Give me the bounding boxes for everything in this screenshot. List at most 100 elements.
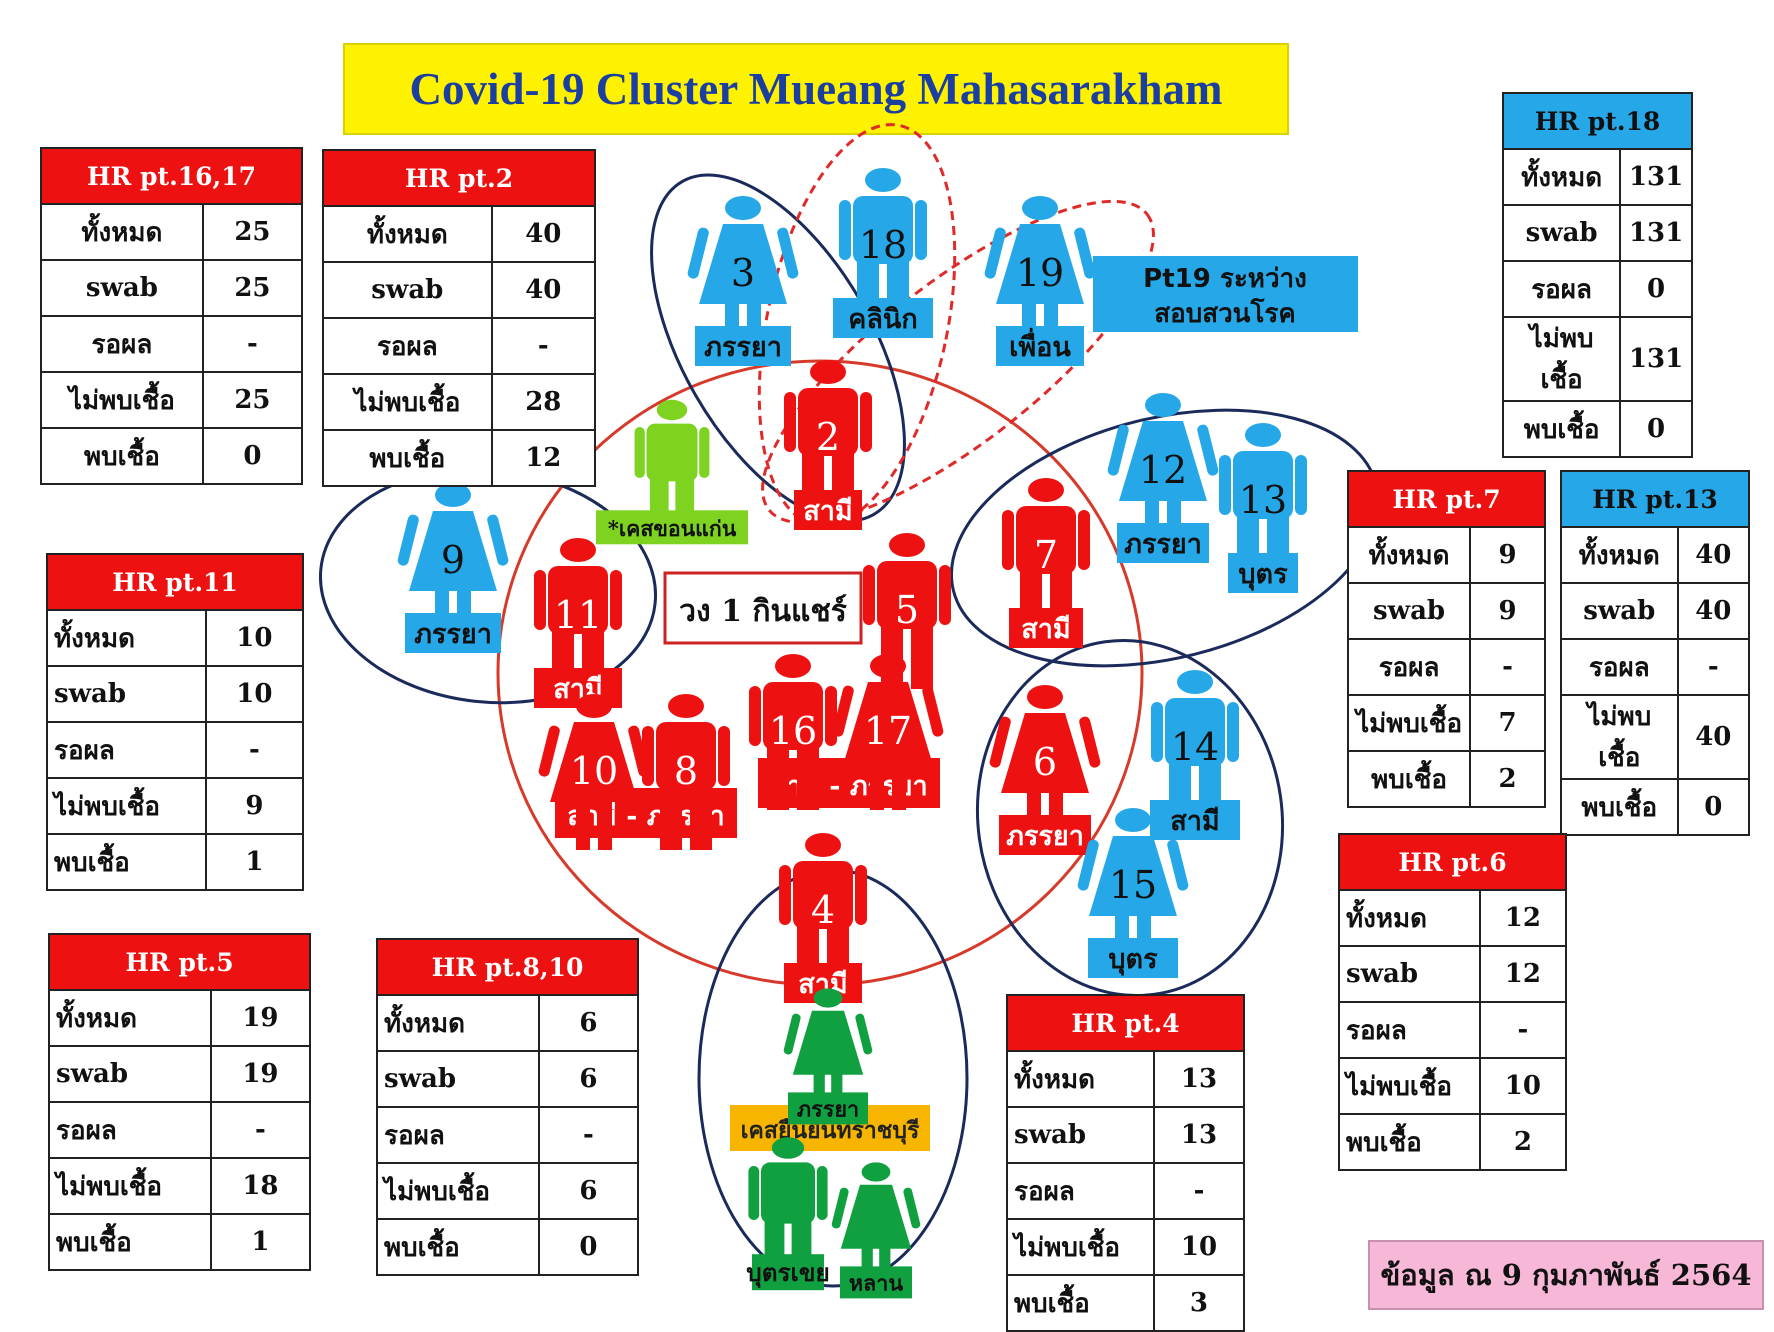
row-value: 12 (1478, 945, 1568, 1003)
table-row: รอผล- (1338, 1001, 1568, 1059)
table-title: HR pt.16,17 (40, 147, 303, 205)
person-label: ภรรยา (704, 332, 782, 363)
person-label: ภรรยา (797, 1097, 859, 1122)
person-arm (534, 570, 546, 630)
row-label: ไม่พบเชื้อ (48, 1157, 212, 1215)
person-label: หลาน (849, 1271, 904, 1296)
row-label: รอผล (1006, 1162, 1155, 1220)
row-label: รอผล (1501, 260, 1622, 318)
person-torso (761, 1162, 815, 1224)
row-label: ทั้งหมด (1560, 526, 1679, 584)
page-title: Covid-19 Cluster Mueang Mahasarakham (409, 64, 1223, 114)
person-dress (844, 682, 932, 762)
person-arm (1078, 510, 1090, 570)
person-arm (538, 725, 560, 777)
person-arm (718, 726, 730, 786)
row-label: ไม่พบเชื้อ (1006, 1218, 1155, 1276)
person-number: 3 (731, 251, 755, 295)
row-label: รอผล (46, 721, 207, 779)
row-value: 10 (204, 609, 305, 667)
person-head (889, 533, 925, 557)
row-label: ทั้งหมด (1338, 889, 1481, 947)
table-title: HR pt.7 (1347, 470, 1546, 528)
row-value: 10 (204, 665, 305, 723)
person-label-box (999, 815, 1091, 855)
person-torso (877, 561, 937, 629)
person-dress (550, 722, 638, 802)
row-value: - (1478, 1001, 1568, 1059)
row-label: รอผล (40, 315, 204, 373)
person-pgrand: หลาน (831, 1162, 921, 1299)
person-dress (840, 1184, 912, 1249)
row-value: - (1152, 1162, 1246, 1220)
row-label: swab (40, 259, 204, 317)
person-number: 7 (1034, 533, 1058, 577)
row-label: swab (1338, 945, 1481, 1003)
person-head (810, 360, 846, 384)
row-value: - (201, 315, 304, 373)
person-dress (699, 224, 787, 304)
person-pwife: ภรรยา (783, 988, 873, 1125)
table-header-row: HR pt.8,10 (376, 938, 639, 996)
row-label: ไม่พบเชื้อ (376, 1162, 540, 1220)
person-number: 6 (1033, 740, 1057, 784)
person-head (775, 654, 811, 678)
table-title: HR pt.8,10 (376, 938, 639, 996)
person-leg (911, 627, 933, 689)
row-label: swab (322, 261, 493, 319)
row-label: ไม่พบเชื้อ (322, 373, 493, 431)
person-label-box (1150, 800, 1240, 840)
person-leg (660, 788, 682, 850)
person-number: 13 (1239, 478, 1287, 522)
row-value: 9 (1469, 582, 1546, 640)
row-value: 2 (1469, 750, 1546, 808)
person-number: 2 (816, 415, 840, 459)
row-label: ทั้งหมด (46, 609, 207, 667)
row-value: 0 (537, 1218, 640, 1276)
person-arm (397, 514, 419, 566)
person-arm (642, 726, 654, 786)
dashed-ellipse-18 (757, 123, 957, 527)
row-value: 40 (490, 261, 597, 319)
row-label: พบเชื้อ (376, 1218, 540, 1276)
person-head (1145, 393, 1181, 417)
table-row: รอผล- (48, 1101, 312, 1159)
person-head (861, 1162, 891, 1182)
row-value: - (490, 317, 597, 375)
person-arm (863, 565, 875, 625)
person-number: 17 (864, 709, 912, 753)
person-torso (646, 423, 698, 482)
table-title: HR pt.5 (48, 933, 311, 991)
row-value: 19 (209, 1045, 312, 1103)
person-head (805, 833, 841, 857)
center-label: วง 1 กินแชร์ (679, 594, 847, 629)
table-header-row: HR pt.6 (1338, 833, 1567, 891)
row-label: รอผล (376, 1106, 540, 1164)
person-arm (1295, 455, 1307, 515)
row-label: ทั้งหมด (322, 205, 493, 263)
person-label: สามี (1021, 614, 1070, 645)
person-torso (1165, 698, 1225, 766)
person-p13: 13บุตร (1219, 423, 1307, 593)
person-arm (748, 1166, 760, 1220)
row-label: ไม่พบเชื้อ (40, 371, 204, 429)
person-label: เพื่อน (1009, 327, 1071, 363)
table-header-row: HR pt.4 (1006, 994, 1245, 1052)
person-label-box (1117, 523, 1209, 563)
person-head (865, 168, 901, 192)
person-leg (870, 760, 884, 810)
